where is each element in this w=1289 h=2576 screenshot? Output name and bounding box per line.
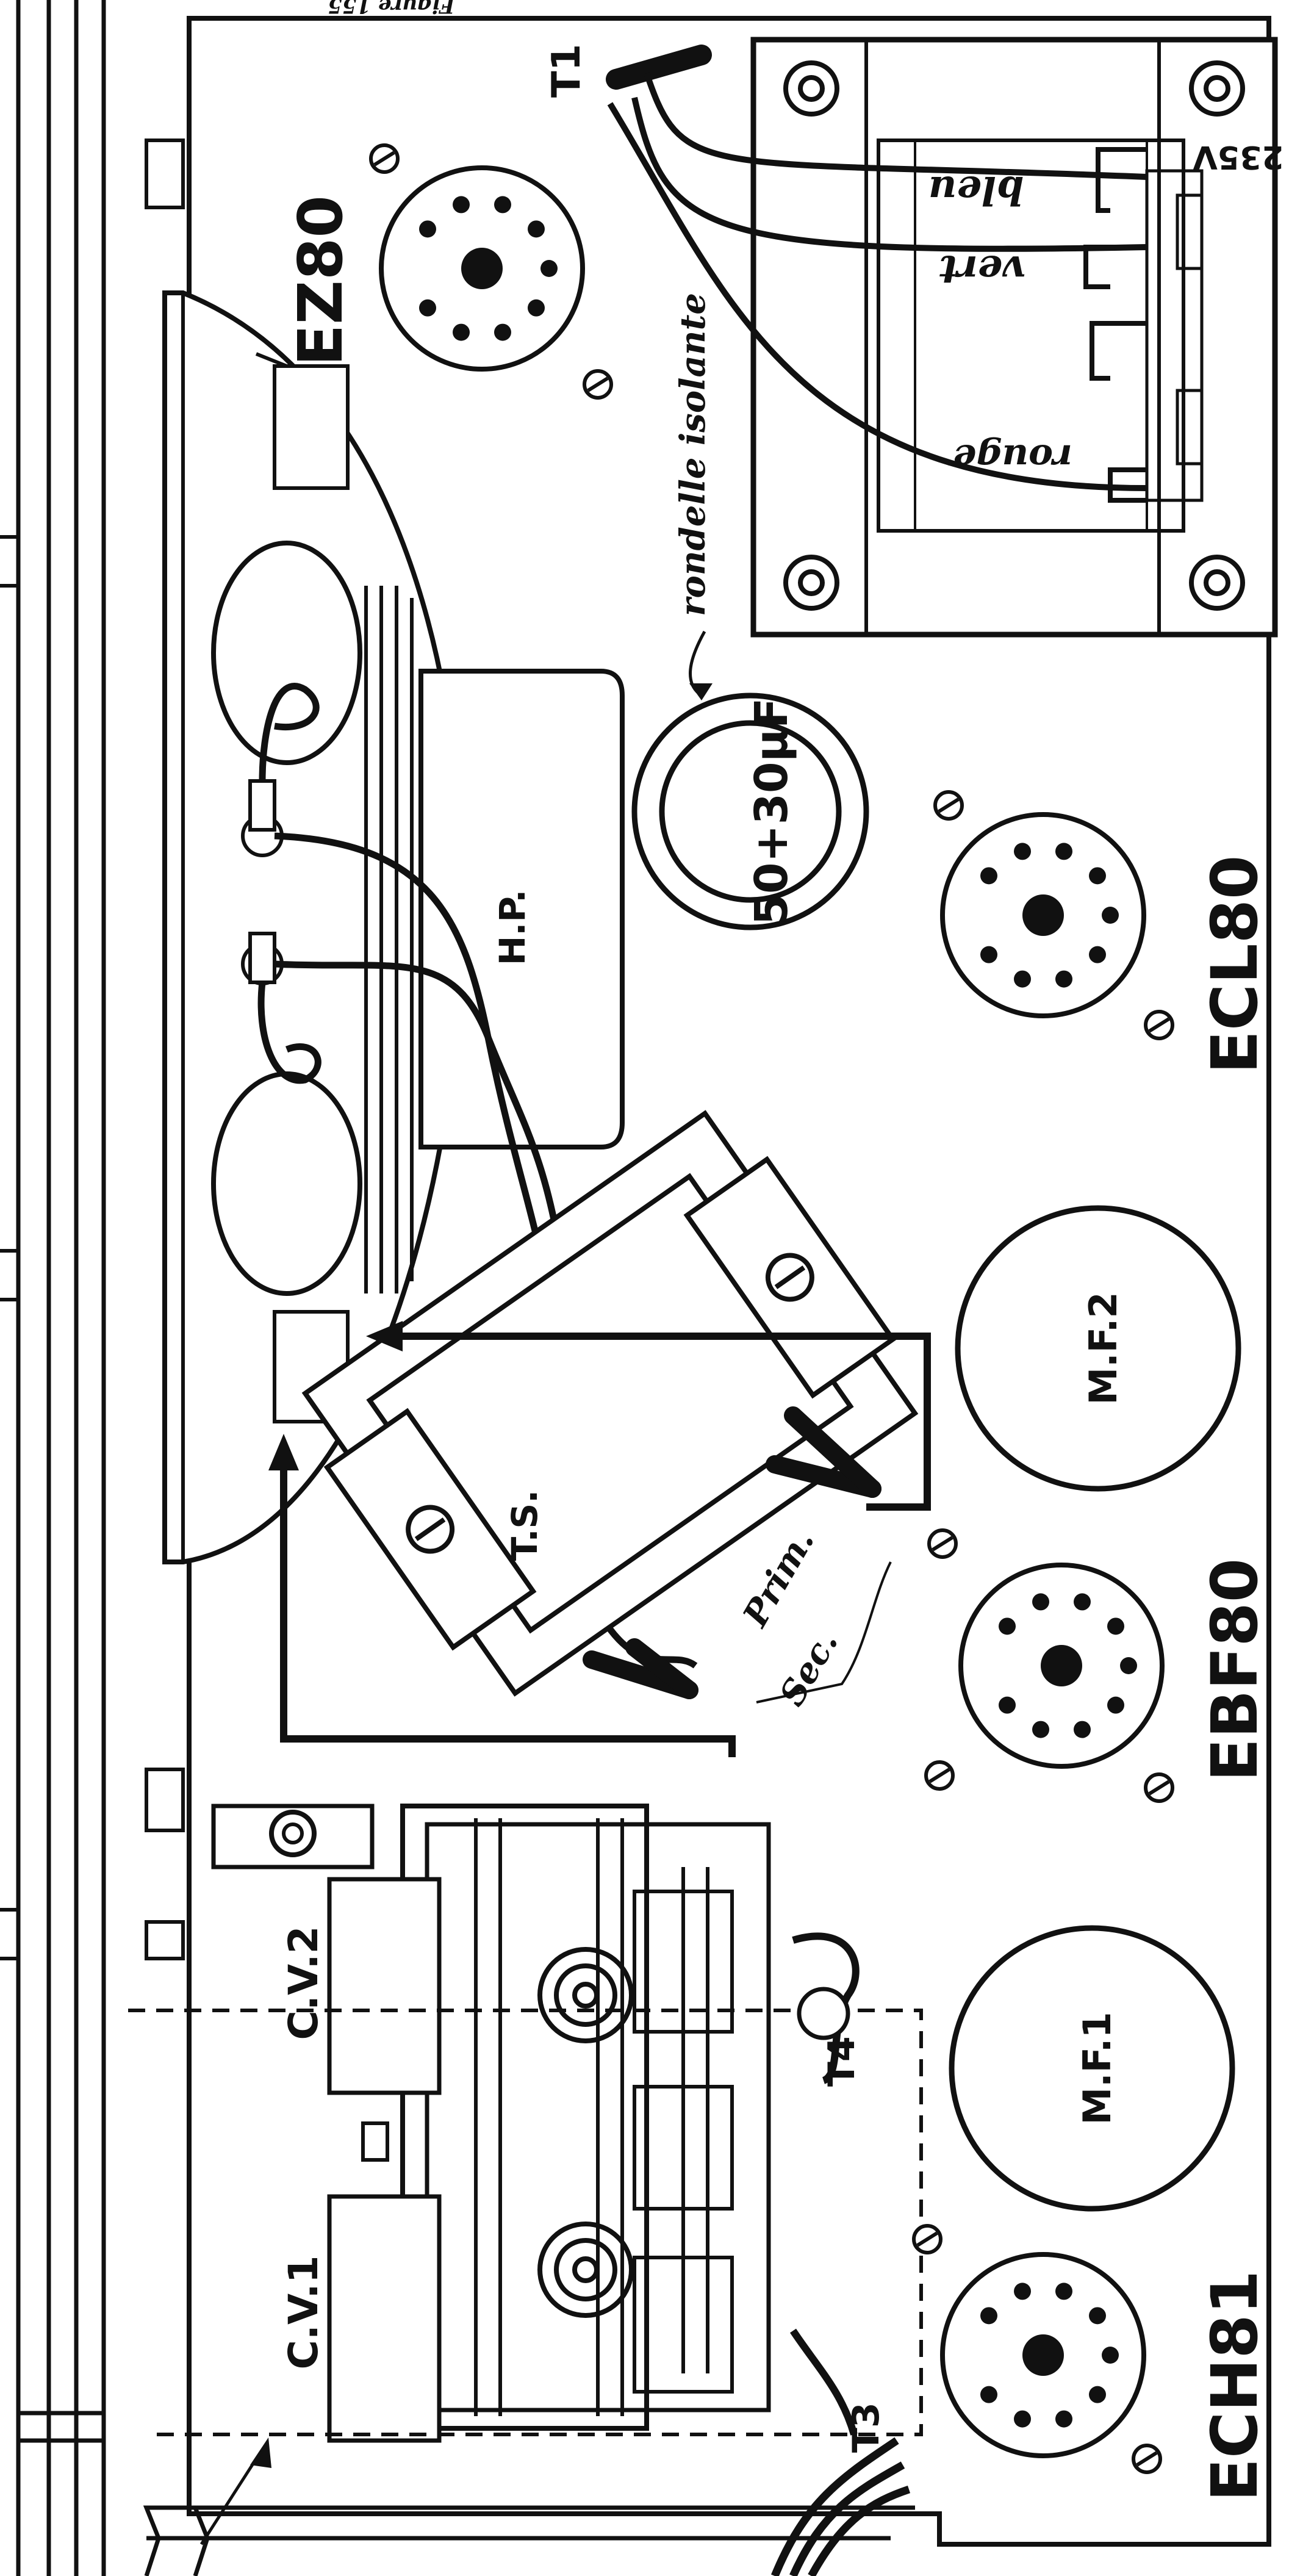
dashed-outline (128, 2009, 923, 2436)
hp-label: H.P. (492, 890, 533, 965)
terminal-t3: T3 (770, 2328, 911, 2576)
arrow-left (366, 1321, 403, 1351)
power-transformer: 235V bleu vert rouge (750, 37, 1284, 638)
filter-capacitor: 50+30µF rondelle isolante (631, 293, 869, 930)
variable-capacitor-gang: C.V.2 C.V.1 (211, 1804, 771, 2443)
wire-label-vert: vert (939, 246, 1025, 292)
socket-ez80 (379, 165, 585, 372)
output-transformer: T.S. (301, 1110, 919, 1699)
terminal-t4: T4 (792, 1932, 863, 2087)
if-transformer-mf1: M.F.1 (949, 1925, 1235, 2212)
if-transformer-mf2: M.F.2 (955, 1205, 1241, 1492)
cv1-label: C.V.1 (280, 2255, 327, 2369)
terminal-t1: T1 (544, 44, 1147, 491)
loudspeaker: H.P. (162, 290, 625, 1564)
capacitor-label: 50+30µF (745, 698, 798, 926)
left-tick-marks (0, 535, 18, 1960)
screw-head (1132, 2444, 1162, 2474)
cv2-label: C.V.2 (280, 1926, 327, 2040)
cabinet-fragment (143, 2505, 915, 2576)
socket-ecl80 (940, 812, 1146, 1018)
tube-label-ecl80: ECL80 (1197, 855, 1272, 1074)
left-rails (16, 0, 106, 2576)
top-caption: Figure 155 (328, 0, 455, 18)
rondelle-annotation: rondelle isolante (673, 293, 713, 616)
t4-label: T4 (820, 2036, 863, 2087)
t3-label: T3 (845, 2402, 888, 2453)
chassis-outline (187, 16, 1271, 2547)
b-plus-wiring (280, 1333, 931, 1757)
screw-head (369, 143, 400, 174)
arrow-up (268, 1434, 299, 1470)
ts-label: T.S. (504, 1490, 545, 1561)
screw-head (1144, 1772, 1174, 1803)
chassis-screws (369, 143, 1174, 2474)
screw-head (927, 1528, 958, 1559)
mf2-label: M.F.2 (1081, 1292, 1126, 1405)
prim-label: Prim. (734, 1522, 822, 1634)
tube-label-ech81: ECH81 (1197, 2270, 1272, 2502)
transformer-screw (783, 60, 1245, 611)
screw-head (1144, 1010, 1174, 1040)
sec-label: Sec. (772, 1624, 846, 1713)
screw-head (912, 2224, 943, 2254)
wire-label-rouge: rouge (953, 436, 1072, 479)
screw-head (924, 1760, 955, 1791)
tube-label-ez80: EZ80 (285, 195, 356, 366)
t1-label: T1 (544, 44, 589, 98)
screw-head (583, 369, 613, 400)
screw-head (933, 790, 964, 821)
transformer-voltage: 235V (1193, 139, 1284, 175)
chassis-brackets (145, 139, 185, 1960)
socket-ech81 (940, 2252, 1146, 2458)
tube-label-ebf80: EBF80 (1197, 1558, 1272, 1782)
tube-sockets (379, 165, 1165, 2458)
socket-ebf80 (958, 1563, 1165, 1769)
mf1-label: M.F.1 (1075, 2012, 1119, 2124)
